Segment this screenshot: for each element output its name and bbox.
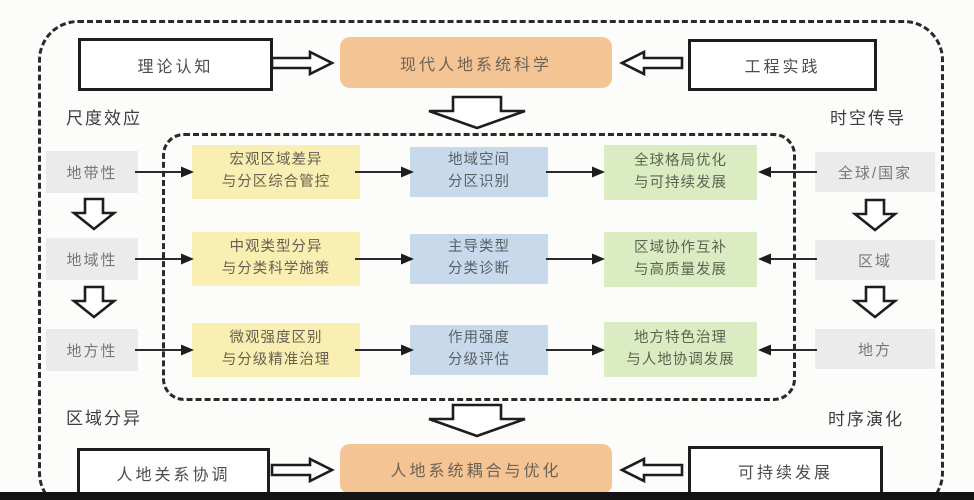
thin-arrow-right-icon bbox=[355, 166, 414, 178]
sustainable-development-label: 可持续发展 bbox=[737, 465, 833, 482]
regionality-label: 地域性 bbox=[66, 251, 118, 269]
block-arrow-down-icon bbox=[428, 95, 526, 130]
thin-arrow-right-icon bbox=[546, 253, 605, 265]
human-land-system-coupling-optimization-label: 人地系统耦合与优化 bbox=[390, 463, 562, 480]
locality-label: 地方性 bbox=[66, 342, 118, 360]
block-arrow-down-icon bbox=[70, 285, 118, 319]
grid-cell-micro-intensity-distinction: 微观强度区别 与分级精准治理 bbox=[192, 323, 360, 377]
grid-cell-local-characteristic-governance: 地方特色治理 与人地协调发展 bbox=[604, 322, 757, 377]
block-arrow-down-icon bbox=[851, 285, 899, 319]
region-box: 区域 bbox=[815, 240, 935, 280]
human-land-relationship-coordination-box: 人地关系协调 bbox=[77, 448, 270, 498]
spatiotemporal-transmission-label: 时空传导 bbox=[830, 109, 906, 128]
zonality-label: 地带性 bbox=[66, 164, 118, 182]
block-arrow-down-icon bbox=[70, 197, 118, 231]
cell-line: 分级评估 bbox=[448, 352, 510, 368]
block-arrow-down-icon bbox=[851, 198, 899, 232]
cell-line: 与可持续发展 bbox=[634, 174, 727, 191]
modern-human-land-system-science-label: 现代人地系统科学 bbox=[399, 56, 552, 74]
cell-line: 地方特色治理 bbox=[634, 329, 727, 346]
cell-line: 与高质量发展 bbox=[634, 261, 727, 278]
locality-box: 地方性 bbox=[46, 329, 138, 371]
human-land-system-coupling-optimization-box: 人地系统耦合与优化 bbox=[340, 444, 612, 494]
thin-arrow-left-icon bbox=[758, 253, 817, 265]
theory-cognition-label: 理论认知 bbox=[137, 58, 214, 76]
cell-line: 区域协作互补 bbox=[634, 239, 727, 256]
cell-line: 作用强度 bbox=[448, 330, 510, 347]
thin-arrow-right-icon bbox=[355, 253, 414, 265]
cell-line: 宏观区域差异 bbox=[229, 152, 323, 169]
human-land-relationship-coordination-label: 人地关系协调 bbox=[116, 467, 231, 484]
cell-line: 与分级精准治理 bbox=[221, 352, 331, 368]
bottom-letterbox-bar bbox=[0, 492, 974, 500]
grid-cell-intensity-grading-assessment: 作用强度 分级评估 bbox=[410, 325, 548, 375]
engineering-practice-box: 工程实践 bbox=[688, 39, 877, 91]
cell-line: 微观强度区别 bbox=[229, 330, 323, 347]
inner-dashed-border bbox=[162, 133, 796, 401]
grid-cell-meso-type-differentiation: 中观类型分异 与分类科学施策 bbox=[192, 232, 360, 286]
thin-arrow-right-icon bbox=[135, 344, 194, 356]
sustainable-development-box: 可持续发展 bbox=[688, 446, 883, 496]
thin-arrow-right-icon bbox=[546, 344, 605, 356]
block-arrow-right-icon bbox=[270, 456, 335, 484]
cell-line: 地域空间 bbox=[448, 152, 510, 169]
grid-cell-dominant-type-diagnosis: 主导类型 分类诊断 bbox=[410, 234, 548, 284]
cell-line: 分区识别 bbox=[448, 174, 510, 190]
cell-line: 与分类科学施策 bbox=[221, 261, 331, 277]
cell-line: 与分区综合管控 bbox=[221, 174, 331, 190]
cell-line: 分类诊断 bbox=[448, 261, 510, 277]
cell-line: 与人地协调发展 bbox=[626, 351, 735, 368]
regionality-box: 地域性 bbox=[46, 238, 138, 280]
thin-arrow-right-icon bbox=[546, 166, 605, 178]
cell-line: 主导类型 bbox=[448, 239, 510, 256]
grid-cell-macro-regional-difference: 宏观区域差异 与分区综合管控 bbox=[192, 145, 360, 199]
modern-human-land-system-science-box: 现代人地系统科学 bbox=[340, 37, 612, 88]
block-arrow-right-icon bbox=[270, 49, 335, 77]
regional-differentiation-label: 区域分异 bbox=[66, 409, 142, 428]
thin-arrow-right-icon bbox=[355, 344, 414, 356]
block-arrow-left-icon bbox=[619, 49, 684, 77]
block-arrow-left-icon bbox=[619, 456, 684, 484]
zonality-box: 地带性 bbox=[46, 151, 138, 193]
global-national-label: 全球/国家 bbox=[837, 164, 913, 182]
global-national-box: 全球/国家 bbox=[815, 152, 935, 192]
engineering-practice-label: 工程实践 bbox=[744, 59, 821, 76]
region-label: 区域 bbox=[857, 252, 892, 270]
block-arrow-down-icon bbox=[428, 403, 526, 438]
grid-cell-global-pattern-optimization: 全球格局优化 与可持续发展 bbox=[604, 145, 757, 200]
local-label: 地方 bbox=[857, 341, 892, 359]
thin-arrow-right-icon bbox=[135, 253, 194, 265]
grid-cell-regional-cooperation: 区域协作互补 与高质量发展 bbox=[604, 232, 757, 287]
theory-cognition-box: 理论认知 bbox=[78, 38, 273, 91]
outer-dashed-border bbox=[38, 20, 944, 500]
thin-arrow-left-icon bbox=[758, 344, 817, 356]
local-box: 地方 bbox=[815, 329, 935, 369]
thin-arrow-right-icon bbox=[135, 166, 194, 178]
scale-effect-label: 尺度效应 bbox=[66, 109, 142, 128]
thin-arrow-left-icon bbox=[758, 166, 817, 178]
cell-line: 中观类型分异 bbox=[229, 239, 323, 256]
grid-cell-spatial-zoning-identification: 地域空间 分区识别 bbox=[410, 147, 548, 197]
temporal-evolution-label: 时序演化 bbox=[828, 410, 904, 429]
cell-line: 全球格局优化 bbox=[634, 152, 727, 169]
